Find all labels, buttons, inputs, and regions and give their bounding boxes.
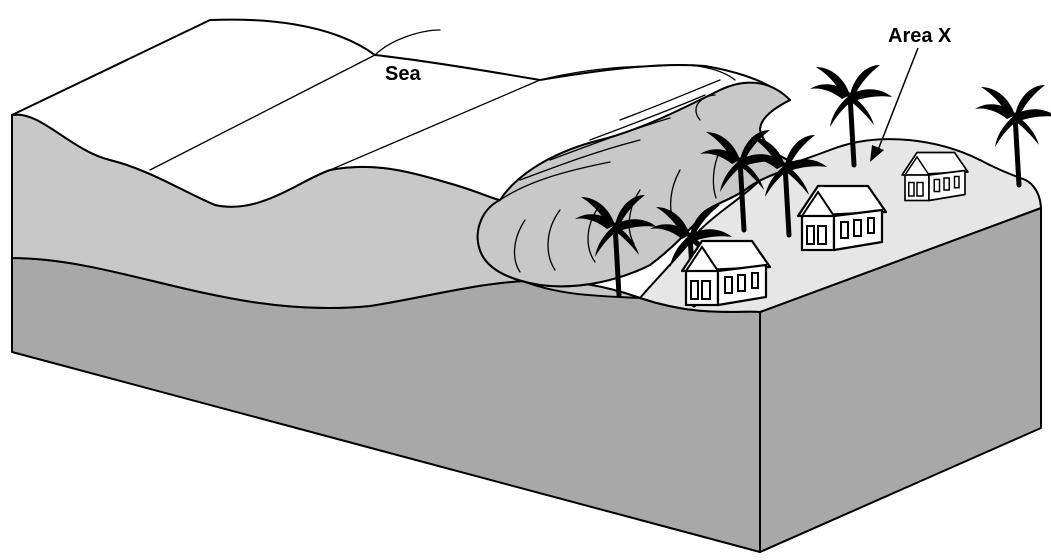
house-icon [682, 241, 770, 305]
house-icon [902, 153, 968, 201]
sea-label: Sea [385, 63, 421, 85]
house-icon [798, 186, 886, 250]
area-x-label: Area X [888, 25, 952, 47]
pointer-arrow-icon [878, 48, 918, 150]
